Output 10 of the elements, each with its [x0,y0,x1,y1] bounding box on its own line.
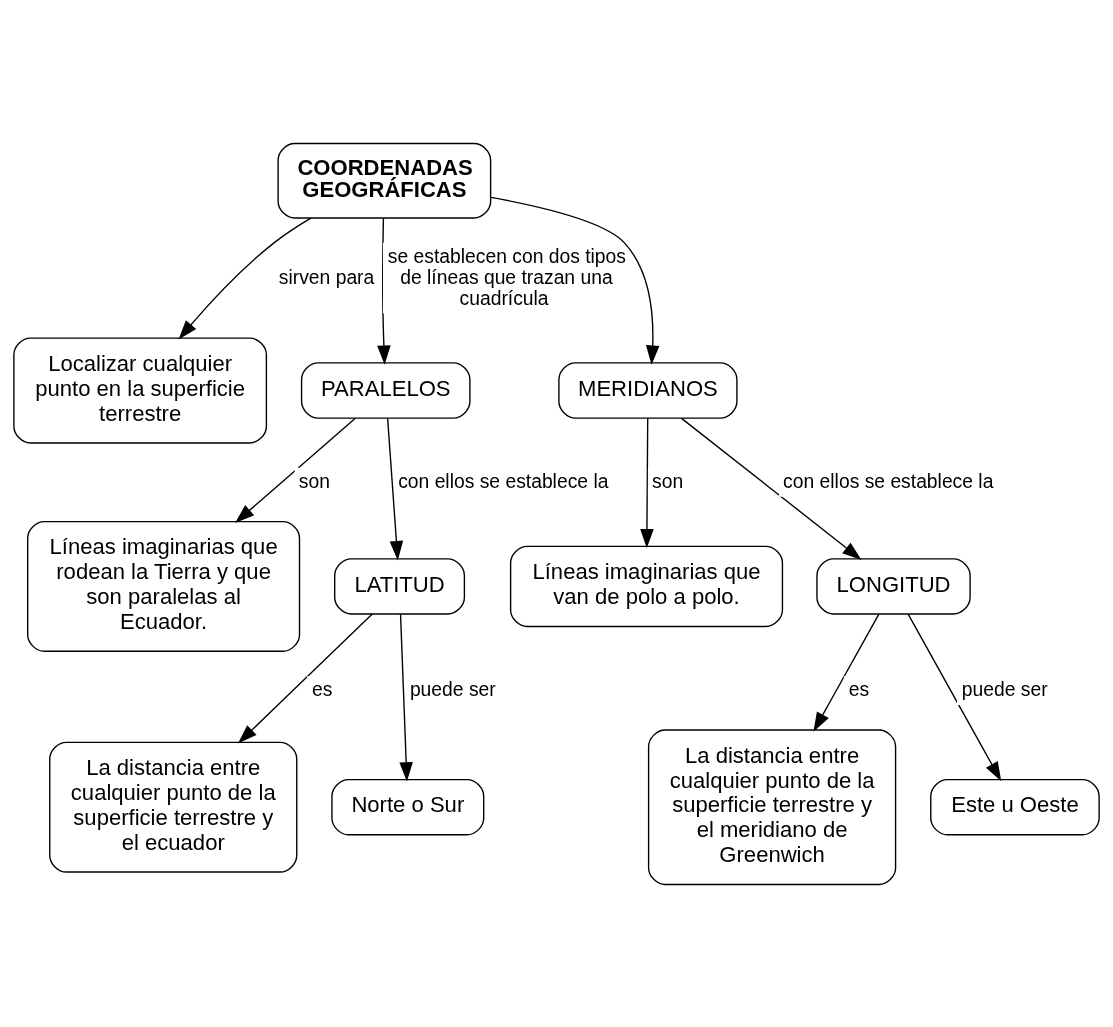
edge-label: son [298,470,330,492]
edge-label: es [311,678,333,700]
edge-label: con ellos se establece la [783,470,994,492]
edge-label: son [652,470,684,492]
edge-label: se establecen con dos tipos de líneas que trazan una cuadrícula [387,245,626,309]
edge-label: puede ser [961,678,1048,700]
edge-label: puede ser [409,678,496,700]
edge-label: sirven para [278,266,375,288]
edge-label: con ellos se establece la [398,470,609,492]
edge-label: es [848,678,870,700]
